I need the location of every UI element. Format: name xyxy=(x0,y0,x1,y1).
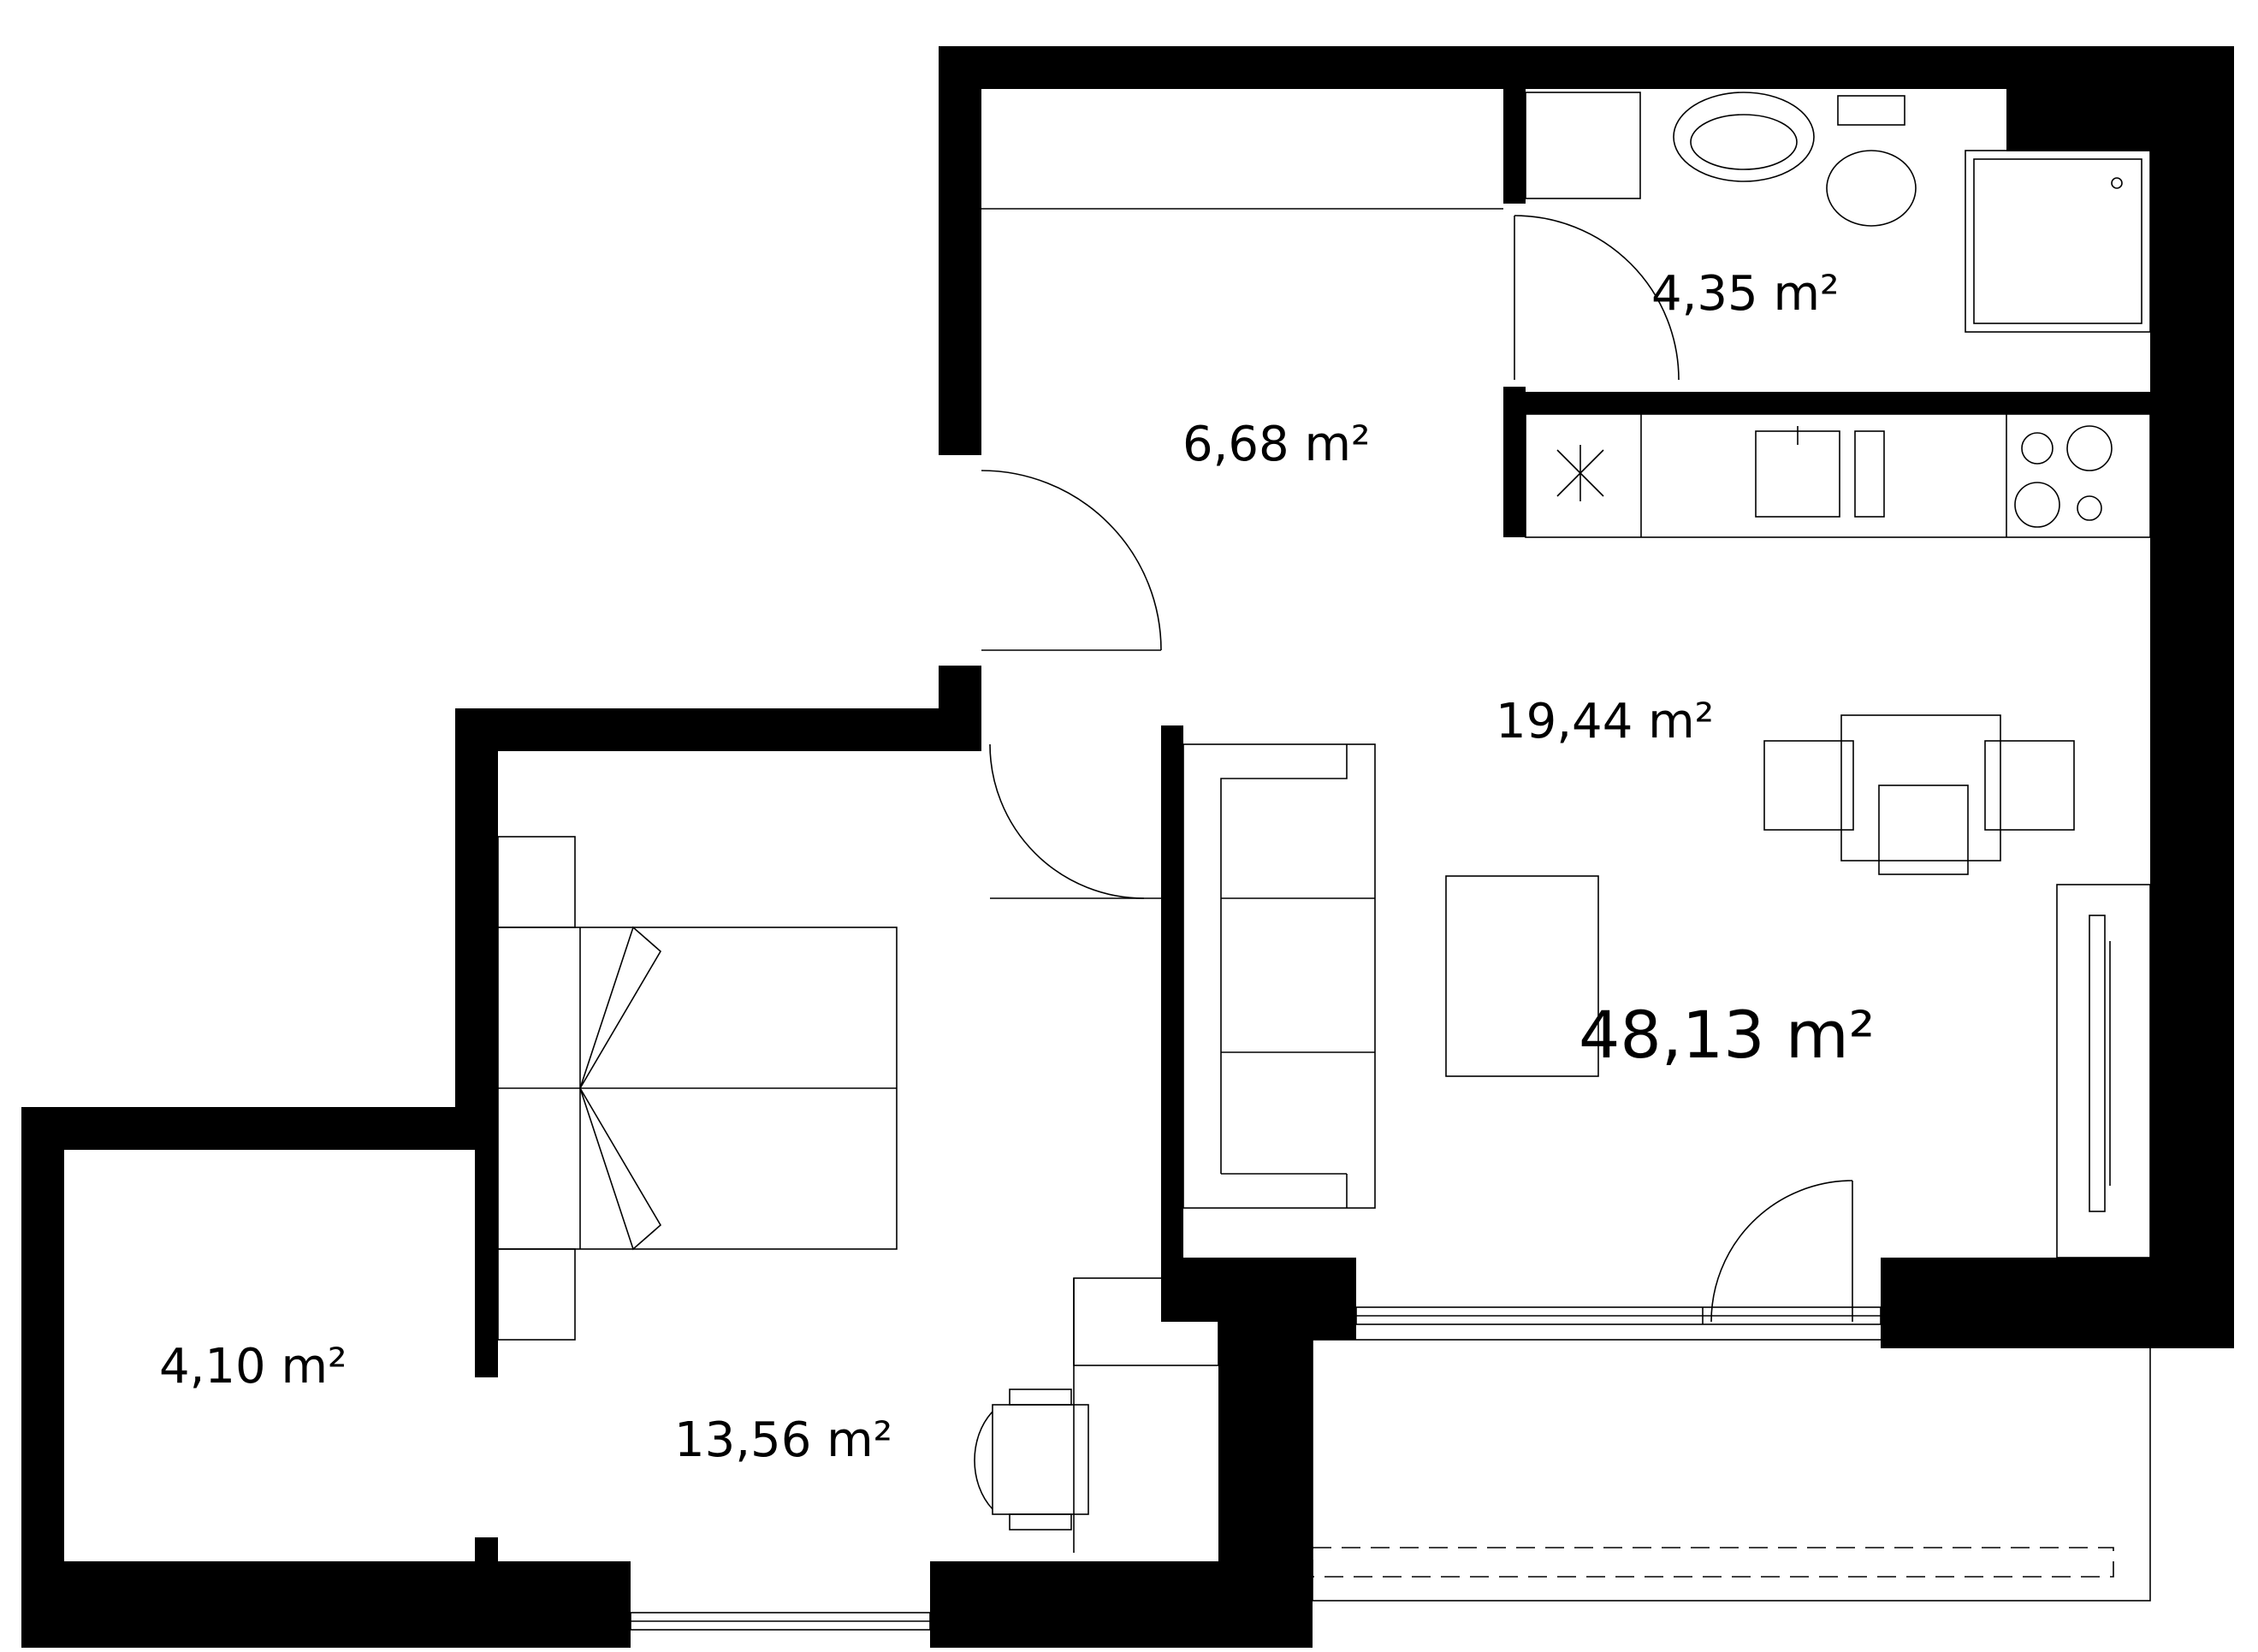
washing-machine xyxy=(1525,92,1641,199)
windows xyxy=(630,1306,1882,1631)
doors xyxy=(981,215,1853,1323)
area-label-living: 19,44 m² xyxy=(1496,694,1714,749)
wall-corner-ne xyxy=(2006,46,2234,151)
window-living xyxy=(1355,1306,1882,1325)
area-label-bathroom: 4,35 m² xyxy=(1651,266,1840,322)
desk-chair xyxy=(974,1389,1089,1531)
balcony-door xyxy=(1710,1180,1853,1323)
wall-living-west xyxy=(1161,725,1183,1322)
wall-bath-kitchen xyxy=(1503,392,2150,414)
wall-bedroom-west xyxy=(455,708,498,1150)
coffee-table xyxy=(1445,875,1599,1077)
washbasin xyxy=(1673,92,1815,182)
wall-living-south-left xyxy=(1313,1258,1356,1340)
wall-side-west xyxy=(21,1107,64,1648)
wall-bedroom-west-lower xyxy=(475,1150,498,1377)
cooktop xyxy=(2014,425,2113,528)
fridge xyxy=(1556,445,1604,501)
toilet xyxy=(1826,95,1917,227)
tv-cabinet xyxy=(2056,884,2151,1258)
wall-bath-west xyxy=(1503,46,1526,204)
entrance-door xyxy=(981,470,1162,651)
wall-bedroom-east xyxy=(1218,1279,1313,1648)
area-label-hall: 6,68 m² xyxy=(1182,417,1371,472)
wall-living-south-right xyxy=(1881,1258,2234,1348)
wall-south-left xyxy=(21,1561,631,1648)
wall-side-north xyxy=(21,1107,498,1150)
dining-set xyxy=(1763,714,2075,875)
wall-hall-west xyxy=(939,46,981,455)
window-bedroom xyxy=(630,1612,931,1631)
balcony-planter xyxy=(1312,1547,2114,1578)
area-label-side-room: 4,10 m² xyxy=(159,1339,347,1394)
area-label-total: 48,13 m² xyxy=(1579,997,1875,1073)
area-labels: 6,68 m² 4,35 m² 19,44 m² 48,13 m² 13,56 … xyxy=(159,266,1875,1468)
sofa xyxy=(1182,743,1376,1209)
bathroom-door xyxy=(1514,215,1680,381)
wall-bedroom-west-stub xyxy=(475,1537,498,1563)
area-label-bedroom: 13,56 m² xyxy=(674,1412,892,1468)
furniture xyxy=(497,92,2151,1553)
wall-bedroom-north xyxy=(455,708,981,751)
shower-tray xyxy=(1965,150,2151,333)
balcony-outline xyxy=(1312,1339,2151,1602)
kitchen-sink xyxy=(1755,426,1885,518)
bed xyxy=(497,836,898,1341)
wall-right xyxy=(2150,46,2234,1348)
desk xyxy=(1073,1277,1219,1553)
bedroom-door xyxy=(989,743,1161,899)
walls xyxy=(21,46,2234,1648)
kitchen-counter xyxy=(1525,413,2151,538)
